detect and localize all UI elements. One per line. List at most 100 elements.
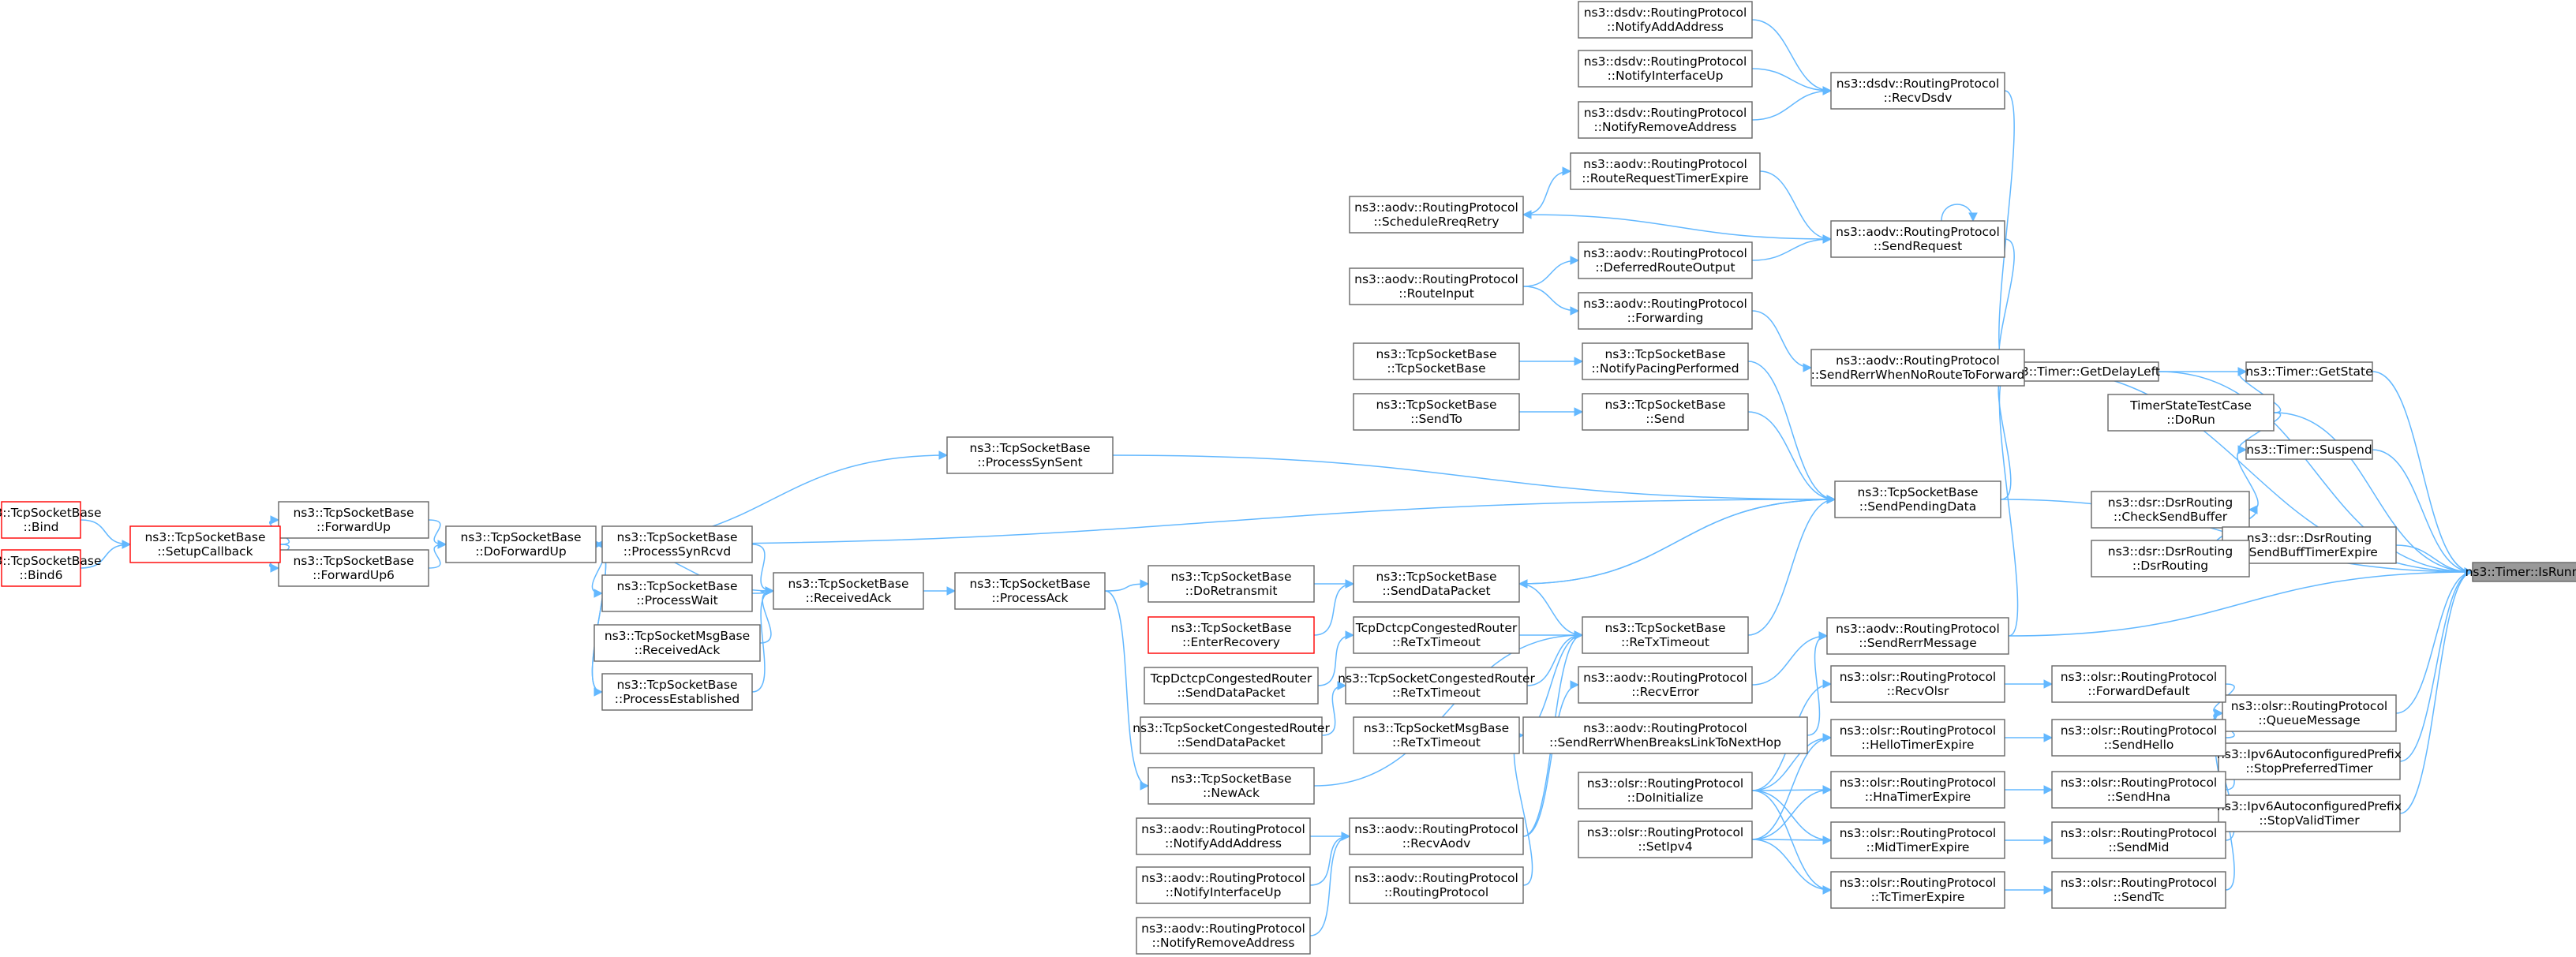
node-processsynrcvd[interactable]: ns3::TcpSocketBase::ProcessSynRcvd	[601, 525, 753, 563]
node-box-sendtc[interactable]	[2051, 871, 2226, 909]
node-senderrnoroute[interactable]: ns3::aodv::RoutingProtocol::SendRerrWhen…	[1810, 349, 2025, 387]
node-sendrerrmessage[interactable]: ns3::aodv::RoutingProtocol::SendRerrMess…	[1826, 617, 2009, 655]
node-suspend[interactable]: ns3::Timer::Suspend	[2245, 439, 2373, 460]
node-sendmid[interactable]: ns3::olsr::RoutingProtocol::SendMid	[2051, 821, 2226, 859]
node-dsrrouting[interactable]: ns3::dsr::DsrRouting::DsrRouting	[2091, 540, 2250, 578]
node-sendpending[interactable]: ns3::TcpSocketBase::SendPendingData	[1834, 480, 2001, 518]
node-senderrbreaks[interactable]: ns3::aodv::RoutingProtocol::SendRerrWhen…	[1522, 716, 1808, 754]
node-box-aodvrouting[interactable]	[1349, 866, 1524, 904]
node-box-retxtimeout[interactable]	[1582, 616, 1749, 654]
node-box-processwait[interactable]	[601, 574, 753, 612]
node-sendto[interactable]: ns3::TcpSocketBase::SendTo	[1353, 393, 1520, 431]
node-box-setupcallback[interactable]	[129, 525, 281, 563]
node-hellotimer[interactable]: ns3::olsr::RoutingProtocol::HelloTimerEx…	[1830, 719, 2005, 757]
node-box-hellotimer[interactable]	[1830, 719, 2005, 757]
node-box-notifypacing[interactable]	[1582, 342, 1749, 380]
node-box-dctcpsend[interactable]	[1144, 667, 1319, 705]
node-box-setipv4[interactable]	[1578, 821, 1753, 858]
node-box-aodvnotifyup[interactable]	[1136, 866, 1311, 904]
node-box-enterrecovery[interactable]	[1148, 616, 1315, 654]
node-forwardup[interactable]: ns3::TcpSocketBase::ForwardUp	[278, 501, 429, 539]
node-box-sendhello[interactable]	[2051, 719, 2226, 757]
node-box-forwardup[interactable]	[278, 501, 429, 539]
node-box-forwarddefault[interactable]	[2051, 665, 2226, 703]
node-dctcpsend[interactable]: TcpDctcpCongestedRouter::SendDataPacket	[1144, 667, 1319, 705]
node-routeinput[interactable]: ns3::aodv::RoutingProtocol::RouteInput	[1349, 267, 1524, 305]
node-box-suspend[interactable]	[2245, 439, 2373, 460]
node-enterrecovery[interactable]: ns3::TcpSocketBase::EnterRecovery	[1148, 616, 1315, 654]
node-doretransmit[interactable]: ns3::TcpSocketBase::DoRetransmit	[1148, 565, 1315, 603]
node-box-forwarding[interactable]	[1578, 292, 1753, 330]
node-retxtimeout[interactable]: ns3::TcpSocketBase::ReTxTimeout	[1582, 616, 1749, 654]
node-box-stopvalid[interactable]	[2218, 794, 2401, 832]
node-box-routereqtimer[interactable]	[1570, 152, 1761, 190]
node-queuemessage[interactable]: ns3::olsr::RoutingProtocol::QueueMessage	[2222, 694, 2397, 732]
node-box-dsdvnotifyup[interactable]	[1578, 50, 1753, 88]
node-box-senderrbreaks[interactable]	[1522, 716, 1808, 754]
node-box-routeinput[interactable]	[1349, 267, 1524, 305]
node-box-doforwardup[interactable]	[445, 525, 597, 563]
node-setupcallback[interactable]: ns3::TcpSocketBase::SetupCallback	[129, 525, 281, 563]
node-box-dsdvnotifyadd[interactable]	[1578, 1, 1753, 39]
node-box-sendhna[interactable]	[2051, 771, 2226, 809]
node-schedulerreq[interactable]: ns3::aodv::RoutingProtocol::ScheduleRreq…	[1349, 196, 1524, 234]
node-sendhello[interactable]: ns3::olsr::RoutingProtocol::SendHello	[2051, 719, 2226, 757]
node-box-congsend[interactable]	[1140, 716, 1323, 754]
node-box-newack[interactable]	[1148, 767, 1315, 805]
node-sendbufftimer[interactable]: ns3::dsr::DsrRouting::SendBuffTimerExpir…	[2222, 526, 2397, 564]
node-tctimer[interactable]: ns3::olsr::RoutingProtocol::TcTimerExpir…	[1830, 871, 2005, 909]
node-box-sendmid[interactable]	[2051, 821, 2226, 859]
node-box-dsrrouting[interactable]	[2091, 540, 2250, 578]
node-forwarddefault[interactable]: ns3::olsr::RoutingProtocol::ForwardDefau…	[2051, 665, 2226, 703]
node-doforwardup[interactable]: ns3::TcpSocketBase::DoForwardUp	[445, 525, 597, 563]
node-sendtc[interactable]: ns3::olsr::RoutingProtocol::SendTc	[2051, 871, 2226, 909]
node-box-senddatapacket[interactable]	[1353, 565, 1520, 603]
node-box-receivedack[interactable]	[773, 572, 924, 610]
node-dsdvnotifyadd[interactable]: ns3::dsdv::RoutingProtocol::NotifyAddAdd…	[1578, 1, 1753, 39]
node-box-isrunning[interactable]	[2472, 562, 2576, 582]
node-box-tcpsocketbase[interactable]	[1353, 342, 1520, 380]
node-recvolsr[interactable]: ns3::olsr::RoutingProtocol::RecvOlsr	[1830, 665, 2005, 703]
node-box-queuemessage[interactable]	[2222, 694, 2397, 732]
node-box-dsdvnotifyrem[interactable]	[1578, 101, 1753, 139]
node-box-checksendbuffer[interactable]	[2091, 491, 2250, 529]
node-box-sendto[interactable]	[1353, 393, 1520, 431]
node-recvaodv[interactable]: ns3::aodv::RoutingProtocol::RecvAodv	[1349, 817, 1524, 855]
node-msgretx[interactable]: ns3::TcpSocketMsgBase::ReTxTimeout	[1353, 716, 1520, 754]
node-box-doretransmit[interactable]	[1148, 565, 1315, 603]
node-bind6[interactable]: ns3::TcpSocketBase::Bind6	[0, 549, 102, 587]
node-box-recvolsr[interactable]	[1830, 665, 2005, 703]
node-send[interactable]: ns3::TcpSocketBase::Send	[1582, 393, 1749, 431]
node-box-recverror[interactable]	[1578, 666, 1753, 704]
node-processsynsent[interactable]: ns3::TcpSocketBase::ProcessSynSent	[946, 436, 1114, 474]
node-sendrequest[interactable]: ns3::aodv::RoutingProtocol::SendRequest	[1830, 220, 2005, 258]
node-aodvrouting[interactable]: ns3::aodv::RoutingProtocol::RoutingProto…	[1349, 866, 1524, 904]
node-tcpsocketbase[interactable]: ns3::TcpSocketBase::TcpSocketBase	[1353, 342, 1520, 380]
node-box-sendrequest[interactable]	[1830, 220, 2005, 258]
node-midtimer[interactable]: ns3::olsr::RoutingProtocol::MidTimerExpi…	[1830, 821, 2005, 859]
node-box-tctimer[interactable]	[1830, 871, 2005, 909]
node-box-timerstate[interactable]	[2107, 394, 2275, 432]
node-processack[interactable]: ns3::TcpSocketBase::ProcessAck	[954, 572, 1106, 610]
node-timerstate[interactable]: TimerStateTestCase::DoRun	[2107, 394, 2275, 432]
node-recvdsdv[interactable]: ns3::dsdv::RoutingProtocol::RecvDsdv	[1830, 72, 2005, 110]
node-getdelayleft[interactable]: ns3::Timer::GetDelayLeft	[2007, 361, 2160, 382]
node-dsdvnotifyrem[interactable]: ns3::dsdv::RoutingProtocol::NotifyRemove…	[1578, 101, 1753, 139]
node-checksendbuffer[interactable]: ns3::dsr::DsrRouting::CheckSendBuffer	[2091, 491, 2250, 529]
node-box-getdelayleft[interactable]	[2008, 361, 2159, 382]
node-routereqtimer[interactable]: ns3::aodv::RoutingProtocol::RouteRequest…	[1570, 152, 1761, 190]
node-doinitialize[interactable]: ns3::olsr::RoutingProtocol::DoInitialize	[1578, 772, 1753, 809]
node-aodvnotifyrem[interactable]: ns3::aodv::RoutingProtocol::NotifyRemove…	[1136, 917, 1311, 955]
node-box-bind[interactable]	[1, 501, 81, 539]
node-box-forwardup6[interactable]	[278, 549, 429, 587]
node-recverror[interactable]: ns3::aodv::RoutingProtocol::RecvError	[1578, 666, 1753, 704]
node-box-hnatimer[interactable]	[1830, 771, 2005, 809]
node-congsend[interactable]: ns3::TcpSocketCongestedRouter::SendDataP…	[1133, 716, 1330, 754]
node-receivedack[interactable]: ns3::TcpSocketBase::ReceivedAck	[773, 572, 924, 610]
node-box-sendpending[interactable]	[1834, 480, 2001, 518]
node-stopvalid[interactable]: ns3::Ipv6AutoconfiguredPrefix::StopValid…	[2217, 794, 2402, 832]
node-processestablished[interactable]: ns3::TcpSocketBase::ProcessEstablished	[601, 673, 753, 711]
node-stoppreferred[interactable]: ns3::Ipv6AutoconfiguredPrefix::StopPrefe…	[2217, 742, 2402, 780]
node-senddatapacket[interactable]: ns3::TcpSocketBase::SendDataPacket	[1353, 565, 1520, 603]
node-box-recvaodv[interactable]	[1349, 817, 1524, 855]
